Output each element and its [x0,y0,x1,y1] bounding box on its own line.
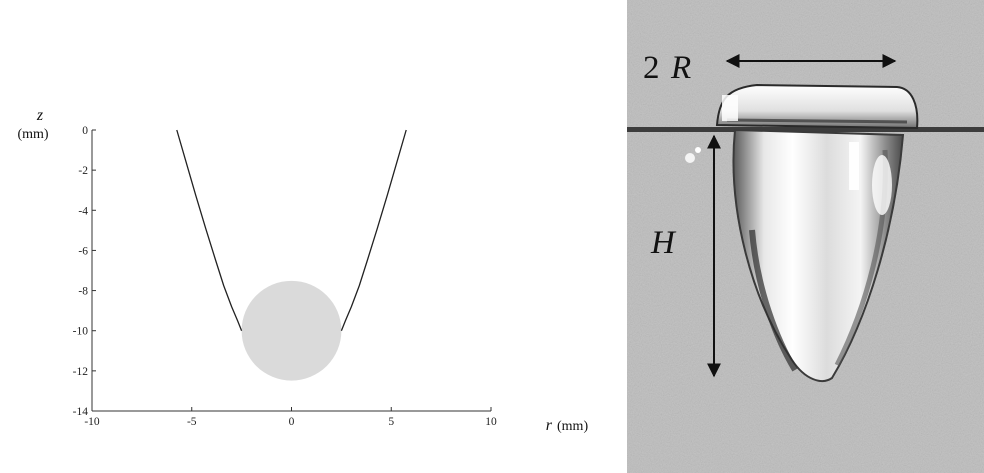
x-tick-label: 10 [485,416,497,428]
y-axis-label-variable: z [36,107,44,124]
x-axis-label-unit: (mm) [557,419,588,434]
bubble [695,147,701,153]
bead-body [732,128,905,382]
width-label-number: 2 [643,50,660,86]
height-label: H [650,225,677,261]
bead-cap [715,83,919,130]
y-tick-label: -12 [73,366,89,378]
sphere-cross-section [241,280,342,381]
width-label-variable: R [670,50,691,86]
bubble [685,153,695,163]
bead-photo: 2 R H [627,0,984,473]
y-tick-label: -6 [78,245,88,257]
x-tick-label: -10 [84,416,100,428]
y-tick-label: -10 [73,326,89,338]
water-surface-line [627,127,984,132]
x-tick-label: 0 [289,416,295,428]
y-tick-label: -14 [73,406,89,418]
y-axis-label-unit: (mm) [17,127,48,142]
y-tick-label: -2 [78,165,88,177]
y-tick-label: -4 [78,205,88,217]
x-axis-label-variable: r [546,417,553,434]
interface-profile-line [176,129,243,331]
y-tick-label: -8 [78,286,88,298]
x-tick-label: -5 [187,416,197,428]
photo-panel: 2 R H [627,0,984,473]
x-tick-label: 5 [388,416,394,428]
interface-profile-line [340,129,407,331]
y-tick-label: 0 [82,125,88,137]
